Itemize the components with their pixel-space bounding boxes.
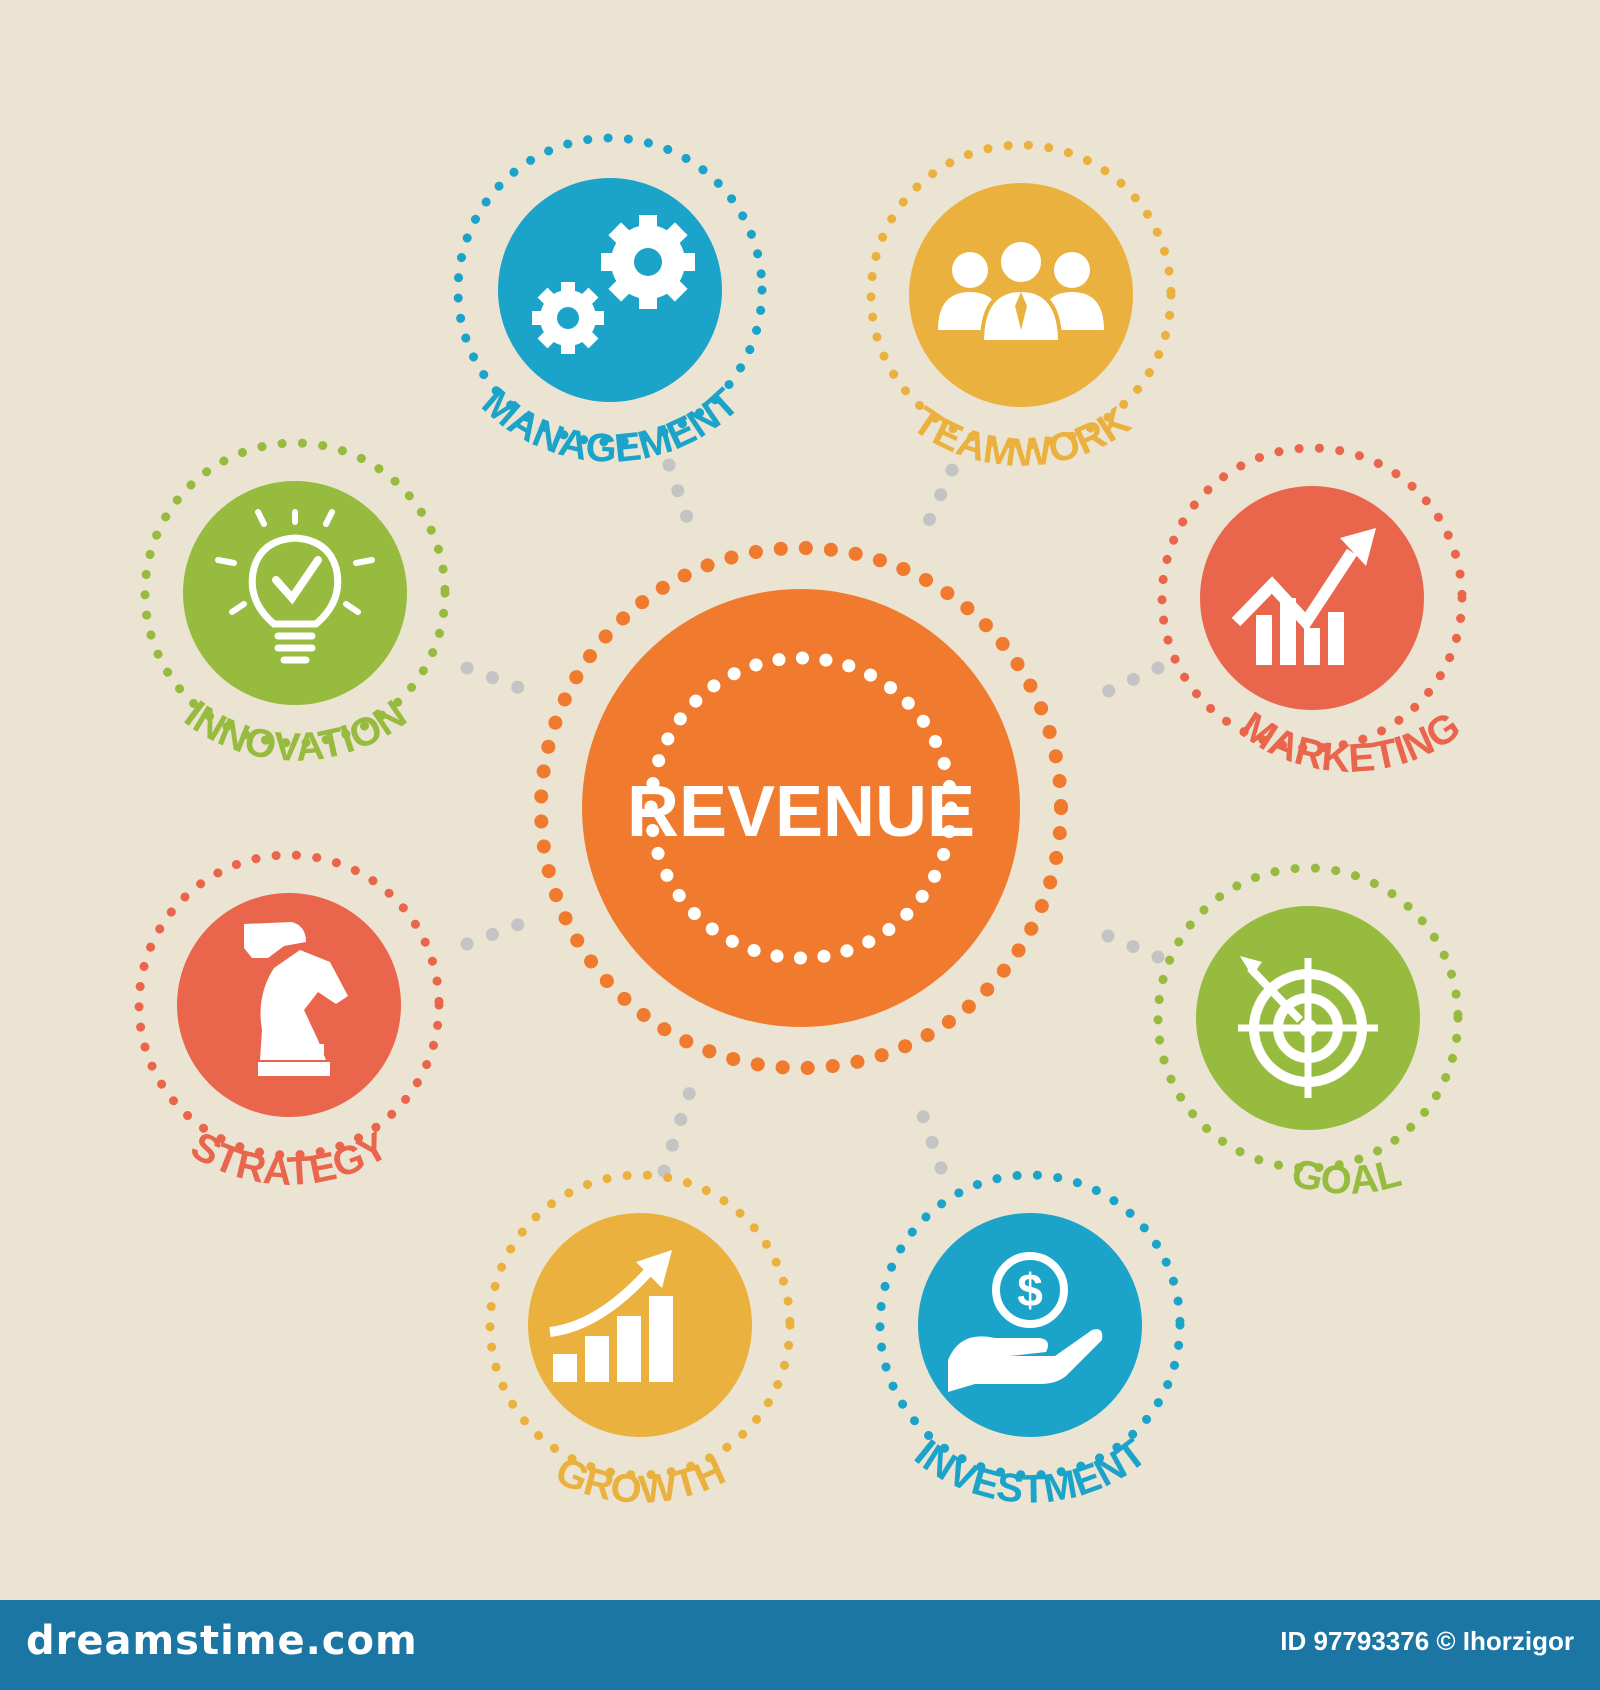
node-growth: GROWTH (485, 1170, 795, 1513)
money-hand-icon: $ (948, 1252, 1103, 1392)
connector-growth (657, 1084, 697, 1178)
concept-diagram: REVENUE (134, 133, 1468, 1513)
svg-text:$: $ (1017, 1264, 1043, 1316)
connector-investment (908, 1086, 948, 1175)
chess-knight-icon (244, 922, 348, 1076)
footer-image-id: ID 97793376 © Ihorzigor (1280, 1626, 1574, 1656)
investment-label: INVESTMENT (906, 1431, 1154, 1512)
node-investment: $ INVESTMENT (875, 1170, 1185, 1512)
marketing-label: MARKETING (1233, 704, 1468, 781)
investment-dotted-ring (875, 1170, 1185, 1480)
connector-teamwork (915, 463, 959, 543)
lightbulb-icon (215, 509, 375, 664)
rising-chart-icon (1231, 528, 1376, 665)
connectors (460, 458, 1165, 1178)
node-teamwork: TEAMWORK (866, 140, 1176, 475)
strategy-label: STRATEGY (184, 1123, 396, 1194)
marketing-disc (1200, 486, 1424, 710)
footer-bar: dreamstime.com ID 97793376 © Ihorzigor (0, 1600, 1600, 1690)
goal-label: GOAL (1287, 1151, 1405, 1203)
footer-logo[interactable]: dreamstime.com (26, 1618, 418, 1664)
teamwork-dotted-ring (866, 140, 1176, 450)
node-marketing: MARKETING (1157, 443, 1468, 781)
innovation-dotted-ring (140, 438, 450, 748)
center-revenue-node: REVENUE (534, 541, 1068, 1075)
center-inner-dotted-ring (644, 651, 958, 965)
growth-bars-icon (549, 1250, 673, 1382)
management-dotted-ring (453, 133, 767, 447)
center-dotted-ring (534, 541, 1068, 1075)
node-management: MANAGEMENT (453, 133, 767, 471)
connector-strategy (460, 915, 532, 951)
teamwork-label: TEAMWORK (905, 398, 1139, 475)
marketing-dotted-ring (1157, 443, 1467, 753)
node-goal: GOAL (1153, 863, 1463, 1203)
connector-marketing (1082, 661, 1165, 707)
connector-goal (1082, 921, 1165, 964)
team-icon (938, 238, 1104, 344)
growth-dotted-ring (485, 1170, 795, 1480)
node-innovation: INNOVATION (140, 438, 450, 770)
goal-dotted-ring (1153, 863, 1463, 1173)
strategy-dotted-ring (134, 850, 444, 1160)
connector-management (662, 458, 699, 539)
node-strategy: STRATEGY (134, 850, 444, 1194)
target-icon (1238, 956, 1378, 1098)
center-label: REVENUE (627, 772, 975, 852)
connector-innovation (460, 661, 532, 697)
growth-label: GROWTH (549, 1449, 732, 1513)
